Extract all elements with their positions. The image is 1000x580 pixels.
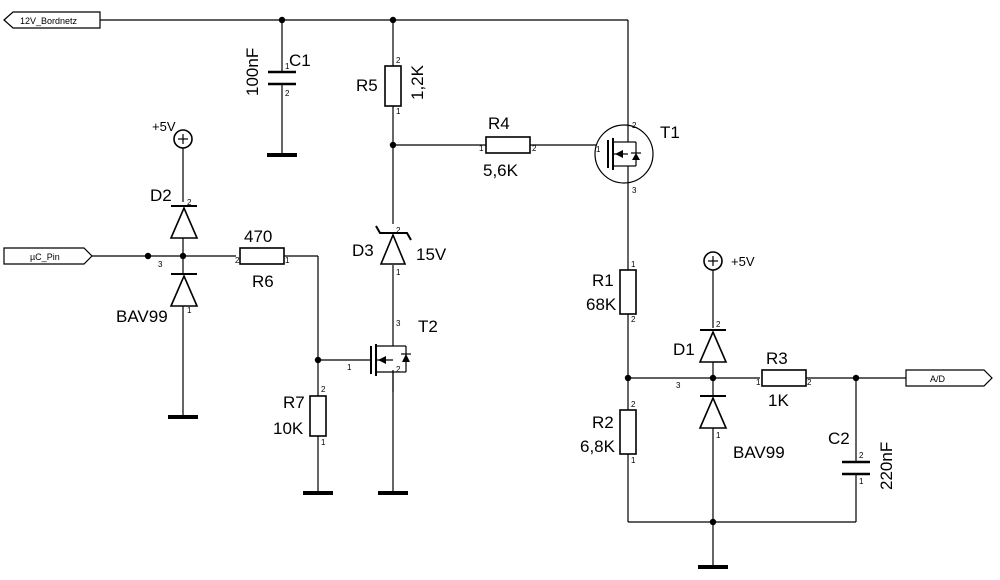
svg-text:C1: C1 xyxy=(289,51,311,70)
svg-text:2: 2 xyxy=(716,320,721,329)
svg-text:R3: R3 xyxy=(766,349,788,368)
svg-text:10K: 10K xyxy=(273,419,304,438)
svg-text:R6: R6 xyxy=(252,272,274,291)
svg-text:R1: R1 xyxy=(592,271,614,290)
svg-text:2: 2 xyxy=(859,451,864,460)
resistor-r6: 470 R6 2 1 xyxy=(235,227,290,291)
svg-text:1: 1 xyxy=(631,456,636,465)
svg-text:2: 2 xyxy=(396,365,401,374)
resistor-r4: R4 5,6K 1 2 xyxy=(479,114,537,180)
svg-text:T1: T1 xyxy=(660,123,680,142)
resistor-r3: R3 1K 1 2 xyxy=(756,349,812,410)
ground-symbols xyxy=(168,153,728,569)
svg-text:2: 2 xyxy=(396,226,401,235)
diode-d2: D2 BAV99 2 1 3 xyxy=(116,186,199,326)
svg-text:68K: 68K xyxy=(586,295,617,314)
svg-text:470: 470 xyxy=(244,227,272,246)
svg-text:2: 2 xyxy=(631,400,636,409)
svg-text:3: 3 xyxy=(632,186,637,195)
port-uc-pin: µC_Pin xyxy=(3,247,93,265)
svg-text:1: 1 xyxy=(285,62,290,71)
svg-text:2: 2 xyxy=(235,256,240,265)
capacitor-c1: C1 100nF 1 2 xyxy=(243,48,311,98)
svg-text:C2: C2 xyxy=(828,429,850,448)
svg-text:BAV99: BAV99 xyxy=(733,443,785,462)
svg-text:1K: 1K xyxy=(768,391,789,410)
svg-text:2: 2 xyxy=(807,378,812,387)
svg-text:1: 1 xyxy=(347,363,352,372)
svg-text:+5V: +5V xyxy=(152,119,176,134)
svg-text:5,6K: 5,6K xyxy=(483,161,519,180)
svg-text:1: 1 xyxy=(396,107,401,116)
svg-text:µC_Pin: µC_Pin xyxy=(30,252,60,262)
svg-text:3: 3 xyxy=(158,260,163,269)
svg-text:3: 3 xyxy=(396,319,401,328)
svg-text:1,2K: 1,2K xyxy=(408,64,427,100)
svg-text:3: 3 xyxy=(676,381,681,390)
port-12v-bordnetz: 12V_Bordnetz xyxy=(3,11,101,29)
svg-text:1: 1 xyxy=(631,260,636,269)
svg-text:R7: R7 xyxy=(283,393,305,412)
svg-text:1: 1 xyxy=(756,378,761,387)
svg-text:1: 1 xyxy=(285,256,290,265)
mosfet-t2: T2 3 2 1 xyxy=(347,317,438,392)
resistor-r5: R5 1,2K 2 1 xyxy=(356,56,427,116)
resistor-r7: R7 10K 2 1 xyxy=(273,385,327,447)
svg-text:1: 1 xyxy=(479,144,484,153)
svg-text:100nF: 100nF xyxy=(243,48,262,96)
svg-text:1: 1 xyxy=(396,268,401,277)
svg-text:R4: R4 xyxy=(488,114,510,133)
svg-text:D2: D2 xyxy=(150,186,172,205)
svg-text:D3: D3 xyxy=(352,241,374,260)
wires xyxy=(92,19,906,565)
svg-text:BAV99: BAV99 xyxy=(116,307,168,326)
svg-text:2: 2 xyxy=(187,198,192,207)
svg-text:2: 2 xyxy=(396,56,401,65)
resistor-r1: R1 68K 1 2 xyxy=(586,260,637,324)
resistor-r2: R2 6,8K 2 1 xyxy=(580,400,637,465)
svg-text:T2: T2 xyxy=(418,317,438,336)
svg-text:1: 1 xyxy=(321,438,326,447)
svg-text:1: 1 xyxy=(859,477,864,486)
mosfet-t1: T1 2 3 1 xyxy=(594,121,680,195)
svg-text:R2: R2 xyxy=(592,413,614,432)
svg-text:1: 1 xyxy=(716,431,721,440)
svg-text:1: 1 xyxy=(187,306,192,315)
svg-text:+5V: +5V xyxy=(731,254,755,269)
svg-text:2: 2 xyxy=(285,89,290,98)
svg-text:220nF: 220nF xyxy=(877,442,896,490)
svg-text:2: 2 xyxy=(321,385,326,394)
svg-text:15V: 15V xyxy=(416,245,447,264)
zener-diode-d3: D3 15V 2 1 xyxy=(352,225,447,277)
svg-text:12V_Bordnetz: 12V_Bordnetz xyxy=(20,16,78,26)
supply-5v-left: +5V xyxy=(152,119,193,149)
svg-text:1: 1 xyxy=(596,145,601,154)
diode-d1: D1 BAV99 2 1 3 xyxy=(673,320,785,462)
svg-text:R5: R5 xyxy=(356,76,378,95)
svg-text:D1: D1 xyxy=(673,340,695,359)
svg-text:2: 2 xyxy=(632,121,637,130)
svg-text:2: 2 xyxy=(532,144,537,153)
svg-text:6,8K: 6,8K xyxy=(580,437,616,456)
junctions xyxy=(144,16,860,526)
supply-5v-right: +5V xyxy=(703,251,755,271)
svg-text:2: 2 xyxy=(631,315,636,324)
svg-text:A/D: A/D xyxy=(930,374,946,384)
port-ad: A/D xyxy=(905,369,993,387)
capacitor-c2: C2 220nF 2 1 xyxy=(828,429,896,490)
